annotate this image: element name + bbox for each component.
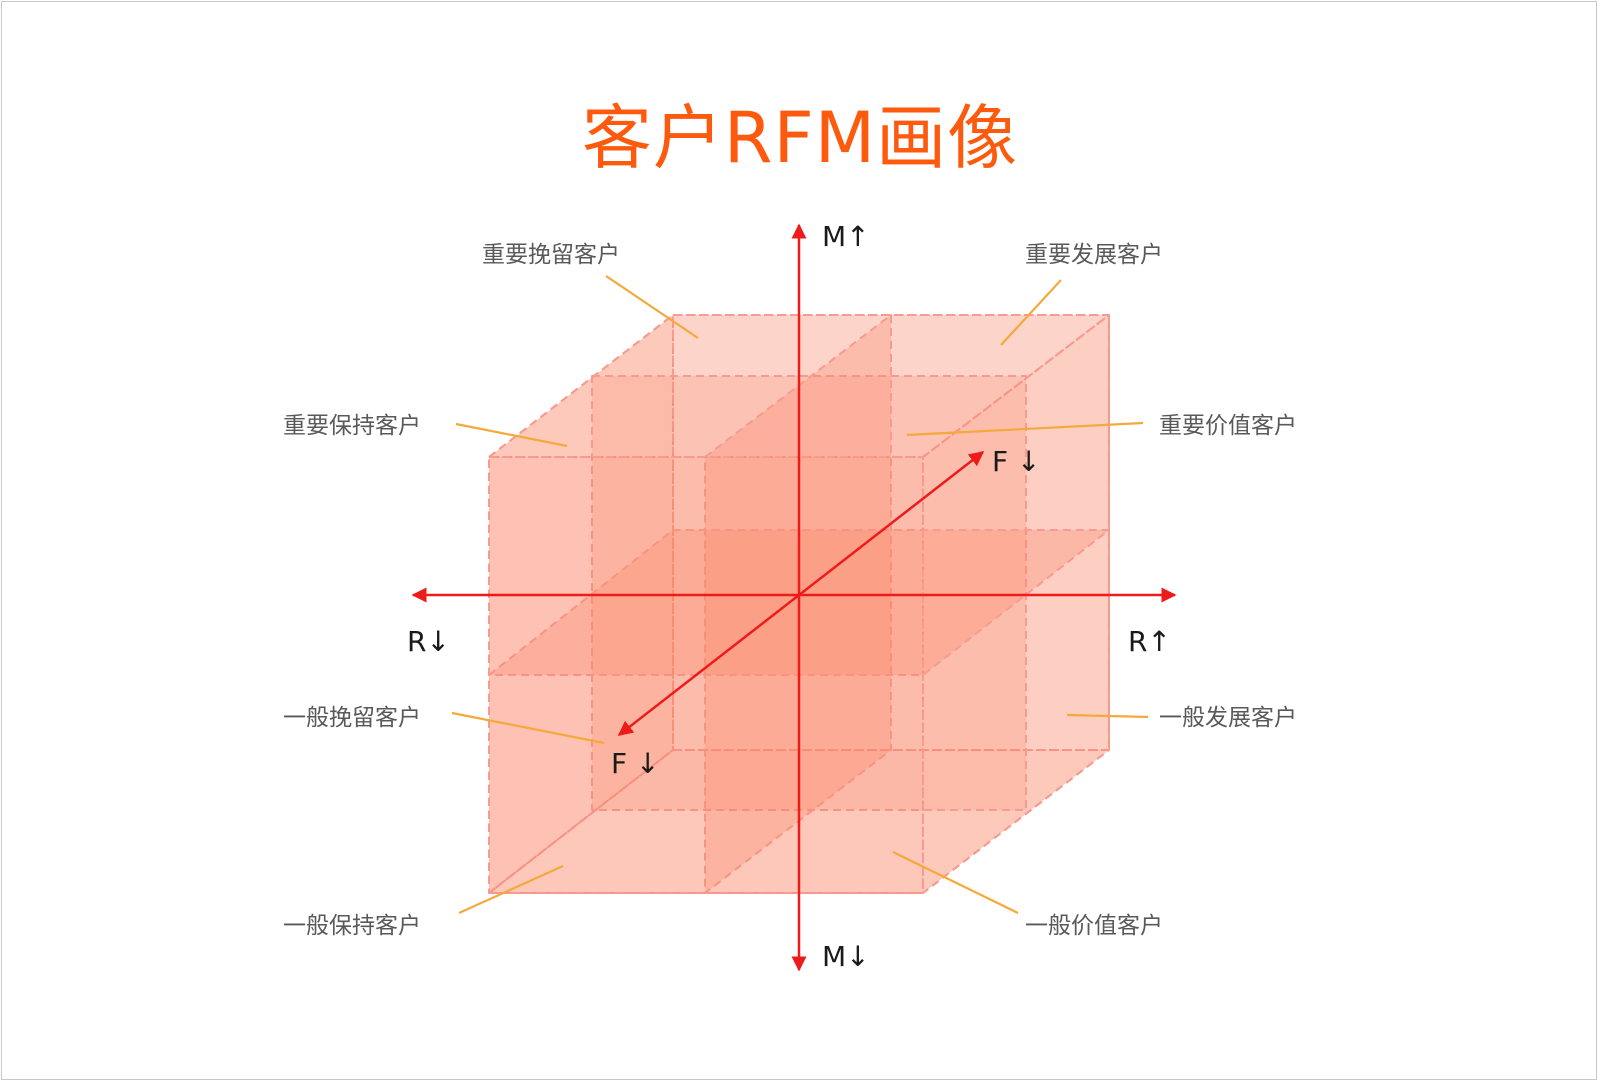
diagram-title: 客户RFM画像 xyxy=(581,97,1019,179)
leader-top-left-front xyxy=(455,422,568,448)
leader-top-right-back xyxy=(1000,279,1062,346)
segment-label-bottom-left-back: 一般挽留客户 xyxy=(283,705,421,731)
leader-top-left-back xyxy=(605,275,699,339)
axis-label-r-down: R↓ xyxy=(407,625,450,658)
leader-bottom-left-back xyxy=(451,711,605,745)
leader-bottom-right-front xyxy=(892,851,1019,914)
segment-label-bottom-right-front: 一般价值客户 xyxy=(1025,913,1163,939)
front-face xyxy=(488,456,924,894)
segment-label-top-left-back: 重要挽留客户 xyxy=(482,242,620,268)
f-axis xyxy=(617,451,985,736)
axis-label-m-down: M↓ xyxy=(822,940,870,973)
axis-label-r-up: R↑ xyxy=(1128,625,1171,658)
axis-label-m-up: M↑ xyxy=(822,220,870,253)
segment-label-top-right-front: 重要价值客户 xyxy=(1159,413,1297,439)
axis-label-f-back: F ↓ xyxy=(992,445,1041,478)
axes xyxy=(411,223,1177,972)
leader-bottom-left-front xyxy=(458,864,564,915)
leader-bottom-right-back xyxy=(1066,713,1149,719)
leader-lines xyxy=(451,275,1149,915)
axis-label-f-front: F ↓ xyxy=(611,747,660,780)
segment-label-top-right-back: 重要发展客户 xyxy=(1025,242,1163,268)
leader-top-right-front xyxy=(906,421,1144,437)
segment-label-top-left-front: 重要保持客户 xyxy=(283,413,421,439)
segment-label-bottom-right-back: 一般发展客户 xyxy=(1159,705,1297,731)
segment-label-bottom-left-front: 一般保持客户 xyxy=(283,913,421,939)
